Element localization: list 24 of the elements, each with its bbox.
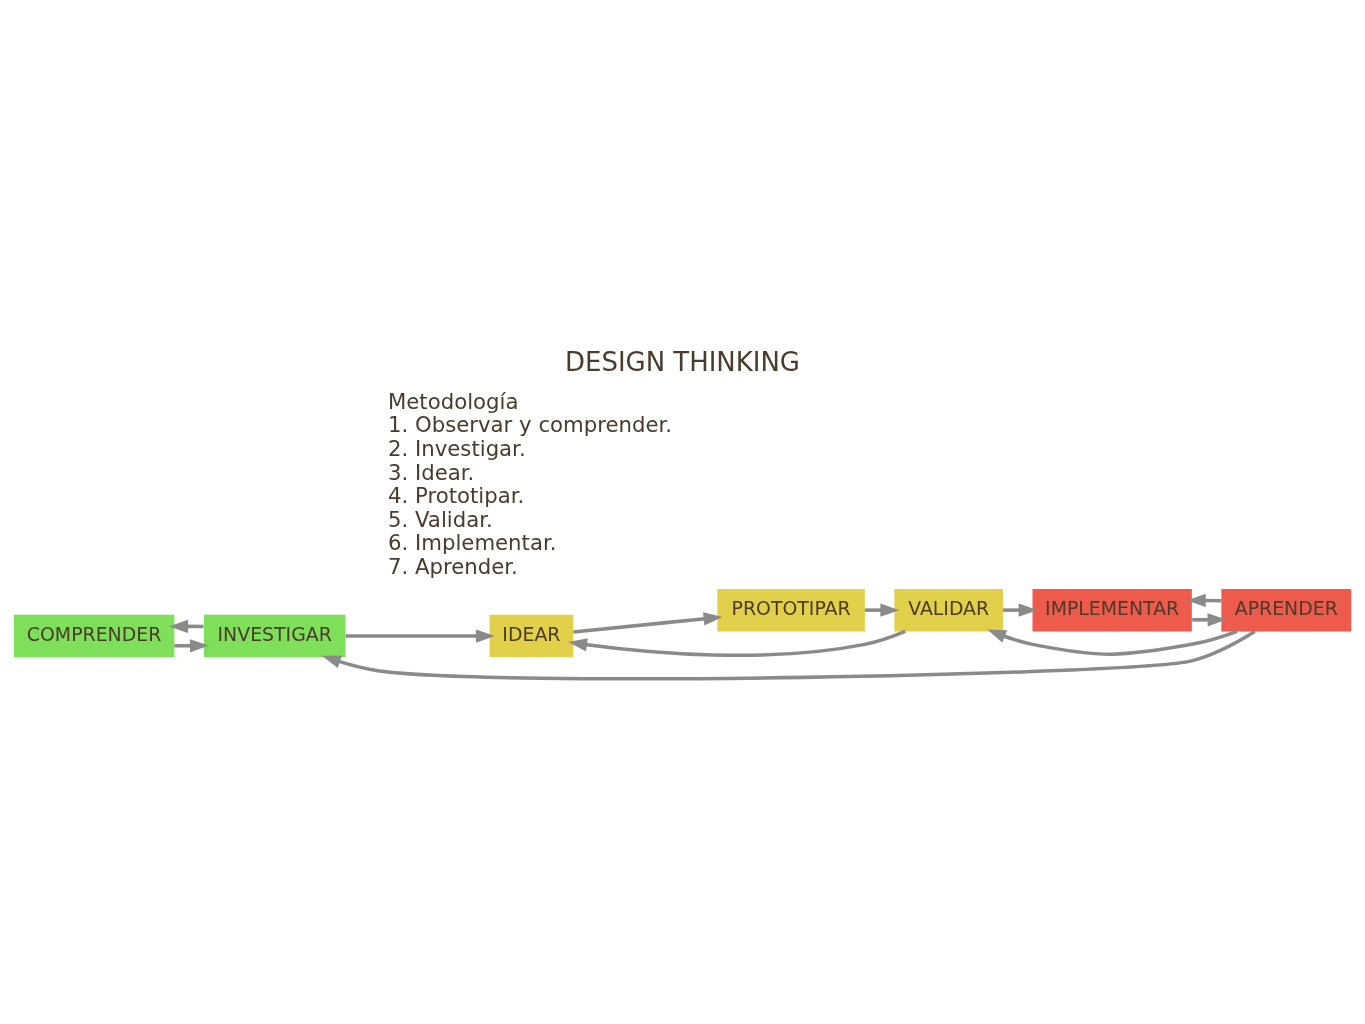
arrow (568, 629, 906, 657)
arrow (345, 628, 495, 643)
node-box: APRENDER (1221, 588, 1352, 631)
arrow (321, 629, 1256, 681)
arrow (987, 628, 1238, 656)
label: 7. Aprender. (387, 553, 518, 579)
label: 6. Implementar. (387, 529, 557, 555)
node-box: IDEAR (489, 614, 574, 657)
label: 4. Prototipar. (387, 482, 525, 508)
node-box: PROTOTIPAR (717, 588, 865, 631)
node-box: COMPRENDER (13, 614, 175, 657)
arrow (573, 611, 723, 634)
node-box: IMPLEMENTAR (1032, 588, 1192, 631)
diagram-title: DESIGN THINKING (565, 346, 800, 377)
label: 5. Validar. (387, 506, 493, 532)
label: 2. Investigar. (387, 435, 526, 461)
label: 3. Idear. (387, 459, 475, 485)
node-box: INVESTIGAR (203, 614, 346, 657)
arrow (174, 638, 209, 652)
arrow (1192, 612, 1227, 626)
node-box: VALIDAR (894, 588, 1003, 631)
arrow (864, 603, 900, 617)
label: Metodología (387, 388, 519, 414)
arrow (1003, 603, 1038, 617)
